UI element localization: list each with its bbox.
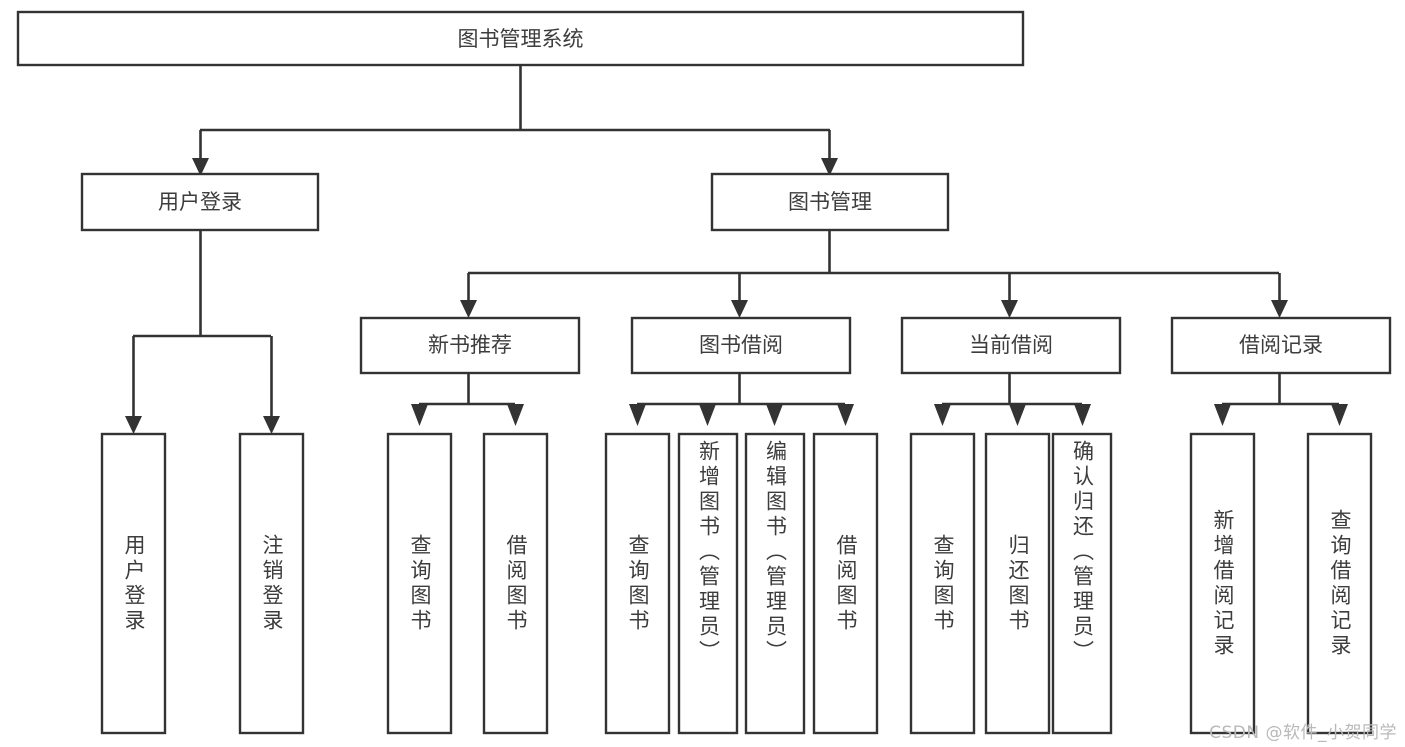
arrow-head-book-borrow	[731, 300, 748, 318]
arrow-head-leaf-borrow-book-2	[837, 404, 854, 426]
node-root[interactable]: 图书管理系统	[16, 10, 1025, 67]
node-borrow-record[interactable]: 借阅记录	[1170, 316, 1392, 375]
node-leaf-query-record-box[interactable]	[1306, 432, 1373, 735]
node-book-manage[interactable]: 图书管理	[710, 172, 950, 232]
node-leaf-confirm-return-box[interactable]	[1051, 432, 1113, 735]
arrow-head-leaf-edit-book	[766, 404, 783, 426]
connector-group-root	[192, 65, 838, 176]
node-book-manage-box[interactable]	[710, 172, 950, 232]
node-new-book-recommend[interactable]: 新书推荐	[359, 316, 581, 375]
node-book-manage-label: 图书管理	[788, 190, 872, 214]
node-user-login-box[interactable]	[80, 172, 320, 232]
arrow-head-leaf-user-login	[125, 416, 142, 434]
node-borrow-record-box[interactable]	[1170, 316, 1392, 375]
arrow-head-new-book-recommend	[460, 300, 477, 318]
node-root-label: 图书管理系统	[458, 27, 584, 51]
arrow-head-leaf-query-record	[1331, 404, 1348, 426]
node-user-login-label: 用户登录	[158, 190, 242, 214]
connector-group-user-login	[125, 230, 280, 434]
node-leaf-add-book-box[interactable]	[677, 432, 739, 735]
node-leaf-borrow-book-2-box[interactable]	[812, 432, 879, 735]
arrow-head-current-borrow	[1001, 300, 1018, 318]
node-new-book-recommend-box[interactable]	[359, 316, 581, 375]
arrow-head-leaf-borrow-book-1	[507, 404, 524, 426]
node-root-box[interactable]	[16, 10, 1025, 67]
leaf-boxes	[100, 432, 1373, 735]
node-leaf-borrow-book-1-box[interactable]	[482, 432, 549, 735]
node-current-borrow-box[interactable]	[900, 316, 1122, 375]
node-leaf-query-book-2-box[interactable]	[604, 432, 671, 735]
arrow-head-book-manage	[821, 158, 838, 176]
arrow-head-leaf-confirm-return	[1074, 404, 1091, 426]
node-book-borrow-box[interactable]	[630, 316, 852, 375]
connector-group-book-manage	[460, 230, 1288, 318]
connector-group-new-book-recommend	[411, 373, 524, 426]
arrow-head-leaf-query-book-1	[411, 404, 428, 426]
node-leaf-return-book-box[interactable]	[984, 432, 1051, 735]
node-borrow-record-label: 借阅记录	[1239, 333, 1323, 357]
node-current-borrow-label: 当前借阅	[969, 333, 1053, 357]
arrow-head-borrow-record	[1271, 300, 1288, 318]
connector-group-borrow-record	[1214, 373, 1348, 426]
node-leaf-edit-book-box[interactable]	[744, 432, 806, 735]
watermark: CSDN @软件_小贺同学	[1209, 723, 1397, 743]
arrow-head-leaf-query-book-3	[934, 404, 951, 426]
connector-group-current-borrow	[934, 373, 1091, 426]
node-current-borrow[interactable]: 当前借阅	[900, 316, 1122, 375]
node-book-borrow-label: 图书借阅	[699, 333, 783, 357]
node-leaf-user-login-box[interactable]	[100, 432, 167, 735]
node-leaf-add-record-box[interactable]	[1189, 432, 1256, 735]
arrow-head-leaf-return-book	[1009, 404, 1026, 426]
node-user-login[interactable]: 用户登录	[80, 172, 320, 232]
node-leaf-query-book-3-box[interactable]	[909, 432, 976, 735]
node-leaf-query-book-1-box[interactable]	[386, 432, 453, 735]
arrow-head-leaf-query-book-2	[629, 404, 646, 426]
arrow-head-leaf-logout	[263, 416, 280, 434]
node-book-borrow[interactable]: 图书借阅	[630, 316, 852, 375]
arrow-head-user-login	[192, 158, 209, 176]
arrow-head-leaf-add-record	[1214, 404, 1231, 426]
connector-group-book-borrow	[629, 373, 854, 426]
arrow-head-leaf-add-book	[699, 404, 716, 426]
node-leaf-logout-box[interactable]	[238, 432, 305, 735]
node-new-book-recommend-label: 新书推荐	[428, 333, 512, 357]
